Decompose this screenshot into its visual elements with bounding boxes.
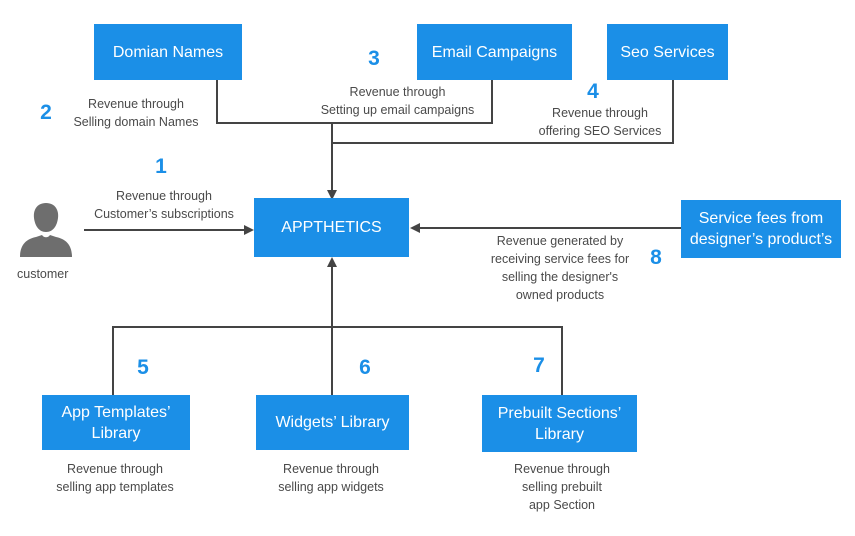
connector-seo-services <box>332 80 674 144</box>
stream-3-line-2: Setting up email campaigns <box>320 103 475 117</box>
box-app-templates-line1: App Templates’ <box>61 403 171 421</box>
stream-6-line-1: Revenue through <box>283 462 379 476</box>
box-app-templates-line2: Library <box>91 424 141 442</box>
stream-1-line-1: Revenue through <box>116 189 212 203</box>
stream-number-6: 6 <box>359 356 371 379</box>
stream-8-line-3: selling the designer's <box>501 270 619 284</box>
stream-2-line-1: Revenue through <box>88 97 184 111</box>
stream-caption-5: Revenue through selling app templates <box>40 460 190 496</box>
stream-3-line-1: Revenue through <box>349 85 446 99</box>
connector-email-campaigns <box>332 80 493 124</box>
stream-number-7: 7 <box>533 354 545 377</box>
stream-8-line-1: Revenue generated by <box>496 234 624 248</box>
customer-label: customer <box>17 267 69 281</box>
stream-number-5: 5 <box>137 356 149 379</box>
stream-number-2: 2 <box>40 101 52 124</box>
stream-caption-1: Revenue through Customer’s subscriptions <box>83 187 245 223</box>
stream-caption-4: Revenue through offering SEO Services <box>530 104 670 140</box>
stream-caption-7: Revenue through selling prebuilt app Sec… <box>487 460 637 514</box>
stream-number-1: 1 <box>155 155 167 178</box>
stream-7-line-2: selling prebuilt <box>522 480 602 494</box>
stream-7-line-3: app Section <box>528 498 596 512</box>
stream-5-line-2: selling app templates <box>56 480 174 494</box>
stream-7-line-1: Revenue through <box>514 462 610 476</box>
box-prebuilt-sections-line1: Prebuilt Sections’ <box>497 404 622 422</box>
box-service-fees-line1: Service fees from <box>698 210 824 227</box>
stream-number-4: 4 <box>587 80 599 103</box>
stream-4-line-2: offering SEO Services <box>538 124 662 138</box>
stream-8-line-4: owned products <box>515 288 605 302</box>
stream-5-line-1: Revenue through <box>67 462 163 476</box>
box-prebuilt-sections-library: Prebuilt Sections’ Library <box>482 395 637 452</box>
box-seo-services: Seo Services <box>607 24 728 80</box>
person-icon <box>20 203 72 257</box>
stream-4-line-1: Revenue through <box>552 106 648 120</box>
stream-caption-8: Revenue generated by receiving service f… <box>475 232 645 304</box>
connector-domain-names <box>216 80 332 124</box>
stream-caption-2: Revenue through Selling domain Names <box>62 95 210 131</box>
box-domain-names: Domian Names <box>94 24 242 80</box>
stream-number-8: 8 <box>650 246 662 269</box>
box-prebuilt-sections-line2: Library <box>535 425 584 443</box>
stream-2-line-2: Selling domain Names <box>73 115 199 129</box>
box-email-campaigns: Email Campaigns <box>417 24 572 80</box>
box-app-templates-library: App Templates’ Library <box>42 395 190 450</box>
connector-app-templates <box>112 326 332 395</box>
center-box-appthetics: APPTHETICS <box>254 198 409 257</box>
stream-number-3: 3 <box>368 47 380 70</box>
connector-prebuilt-sections <box>332 326 563 395</box>
box-service-fees-line2: designer’s product’s <box>689 231 833 248</box>
box-service-fees: Service fees from designer’s product’s <box>681 200 841 258</box>
stream-caption-6: Revenue through selling app widgets <box>256 460 406 496</box>
stream-caption-3: Revenue through Setting up email campaig… <box>310 83 485 119</box>
stream-1-line-2: Customer’s subscriptions <box>94 207 234 221</box>
box-widgets-library: Widgets’ Library <box>256 395 409 450</box>
stream-6-line-2: selling app widgets <box>278 480 384 494</box>
stream-8-line-2: receiving service fees for <box>490 252 630 266</box>
